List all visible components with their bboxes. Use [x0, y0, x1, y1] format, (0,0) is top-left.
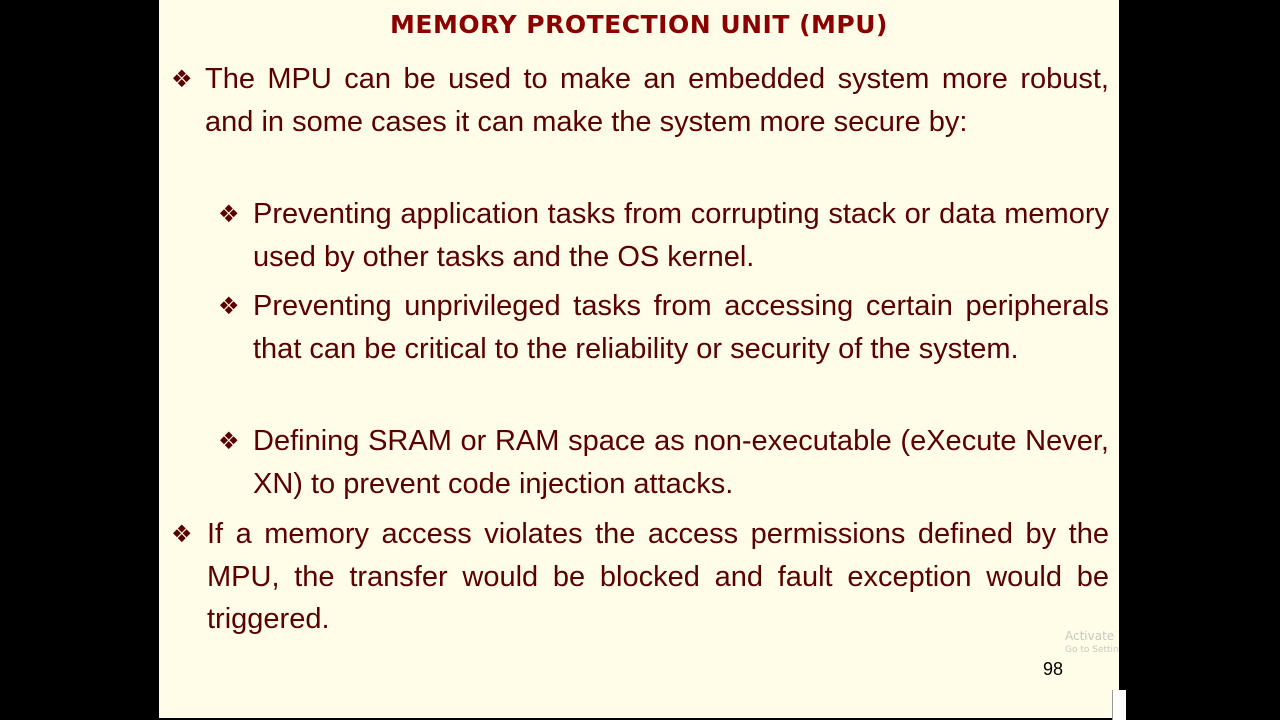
bullet-access-violation: If a memory access violates the access p… [207, 518, 1109, 635]
bullet-diamond-icon: ❖ [171, 520, 193, 548]
bullet-diamond-icon: ❖ [171, 65, 193, 93]
sub-bullet-diamond-icon: ❖ [218, 292, 240, 320]
corner-box [1112, 690, 1126, 720]
watermark-line1: Activate Windows [1065, 629, 1119, 643]
sub-bullet-stack-protection: Preventing application tasks from corrup… [253, 198, 1109, 273]
activate-windows-watermark: Activate Windows Go to Settings to activ… [1065, 629, 1119, 656]
sub-bullet-execute-never: Defining SRAM or RAM space as non-execut… [253, 425, 1109, 500]
presentation-slide: MEMORY PROTECTION UNIT (MPU) ❖ The MPU c… [159, 0, 1119, 718]
page-number: 98 [1042, 659, 1064, 679]
sub-bullet-peripheral-access: Preventing unprivileged tasks from acces… [253, 290, 1109, 365]
slide-title: MEMORY PROTECTION UNIT (MPU) [390, 10, 888, 39]
sub-bullet-diamond-icon: ❖ [218, 200, 240, 228]
sub-bullet-diamond-icon: ❖ [218, 427, 240, 455]
watermark-line2: Go to Settings to activate Windows. [1065, 645, 1119, 655]
bullet-mpu-robust: The MPU can be used to make an embedded … [205, 63, 1109, 138]
